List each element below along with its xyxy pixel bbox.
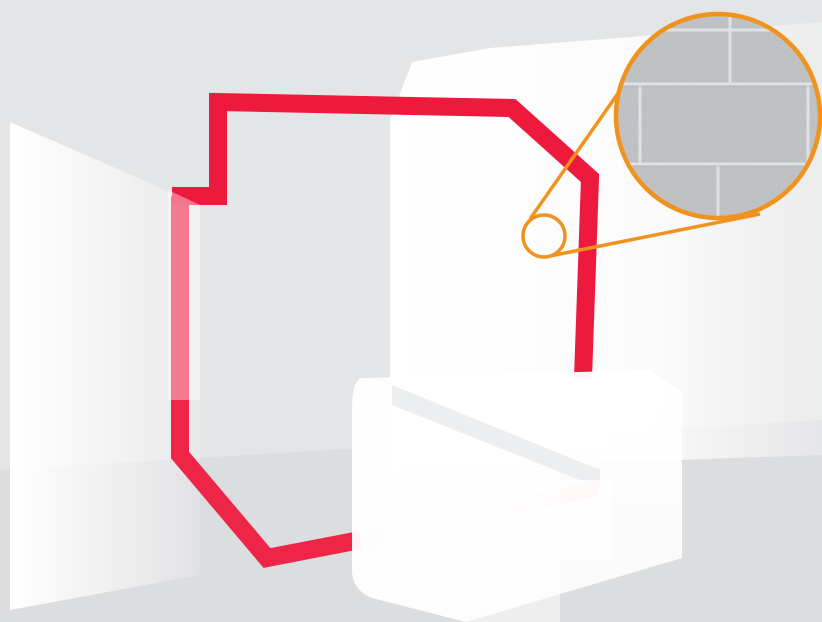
front-block-fade <box>352 480 612 560</box>
left-wall-overlay <box>168 190 200 400</box>
